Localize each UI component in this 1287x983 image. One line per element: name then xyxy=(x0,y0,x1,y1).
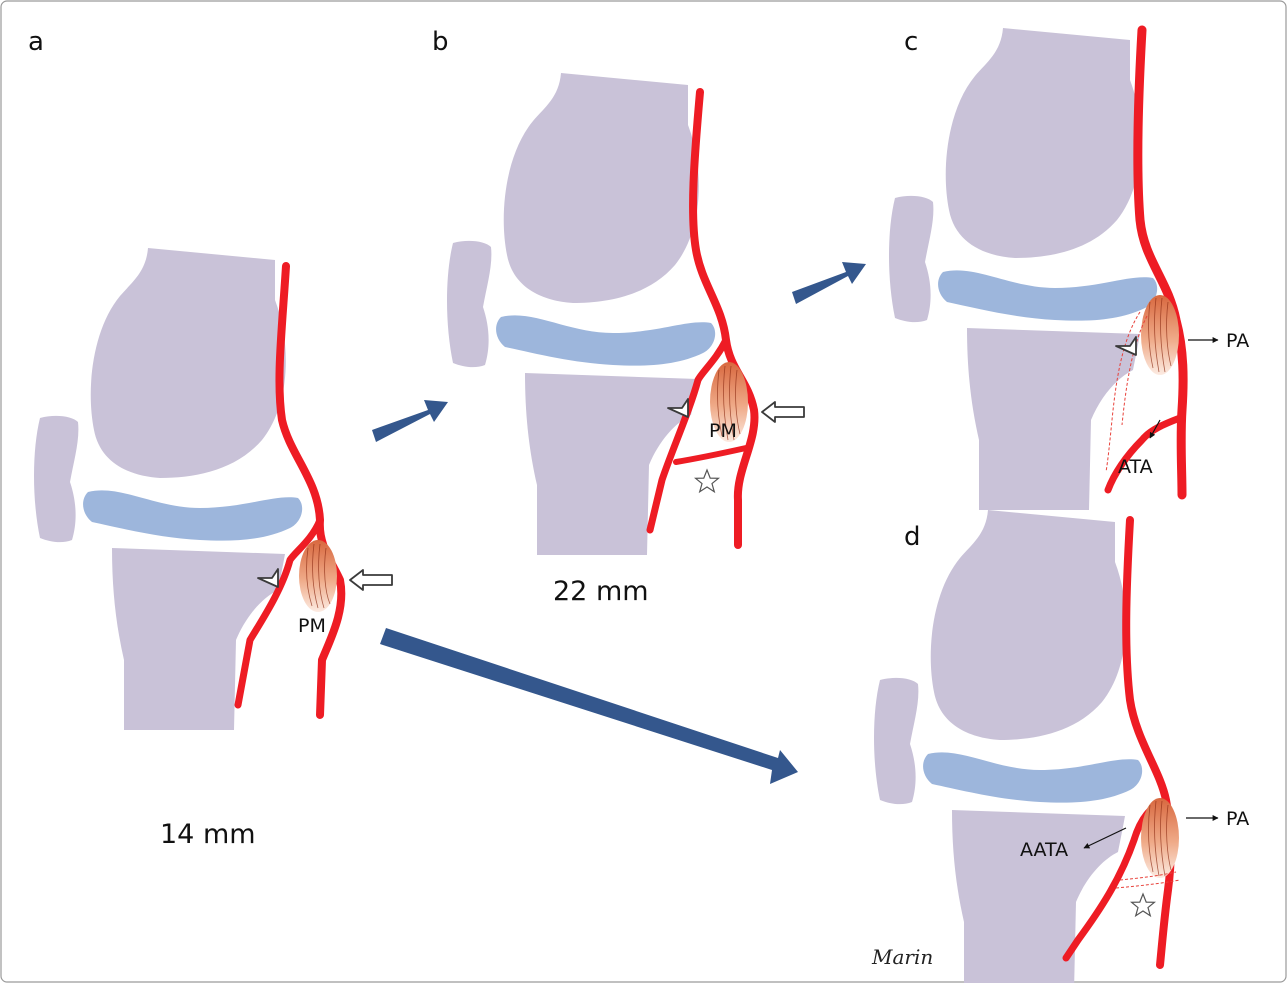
hollow-arrow-b xyxy=(762,402,804,422)
panel-a: a PM 14 mm xyxy=(28,27,392,850)
knee-bones-a xyxy=(34,248,302,730)
hollow-arrow-a xyxy=(350,570,392,590)
popliteus-muscle-d xyxy=(1141,798,1179,878)
knee-bones-c xyxy=(889,28,1157,510)
pm-label-a: PM xyxy=(298,615,326,637)
size-label-b: 22 mm xyxy=(553,576,649,607)
artist-signature: Marin xyxy=(871,945,933,969)
panel-c: c PA ATA xyxy=(889,27,1249,510)
knee-bones-b xyxy=(447,73,715,555)
panel-letter-c: c xyxy=(904,27,918,57)
panel-letter-a: a xyxy=(28,27,44,57)
panel-letter-d: d xyxy=(904,522,921,552)
ata-label-c: ATA xyxy=(1118,456,1153,478)
star-marker-b xyxy=(696,470,719,492)
star-marker-d xyxy=(1132,894,1155,916)
arrow-a-to-b xyxy=(372,400,448,442)
arrow-b-to-c xyxy=(792,262,866,304)
pm-label-b: PM xyxy=(709,420,737,442)
popliteus-muscle-c xyxy=(1141,295,1179,375)
pa-label-d: PA xyxy=(1226,808,1249,830)
pa-label-c: PA xyxy=(1226,330,1249,352)
popliteus-muscle-a xyxy=(299,540,337,612)
knee-bones-d xyxy=(874,510,1142,983)
aata-label-d: AATA xyxy=(1020,839,1068,861)
size-label-a: 14 mm xyxy=(160,819,256,850)
panel-b: b PM 22 mm xyxy=(432,27,804,607)
panel-letter-b: b xyxy=(432,27,449,57)
panel-d: d PA AATA Marin xyxy=(871,510,1249,983)
arrow-a-to-d xyxy=(380,628,798,784)
